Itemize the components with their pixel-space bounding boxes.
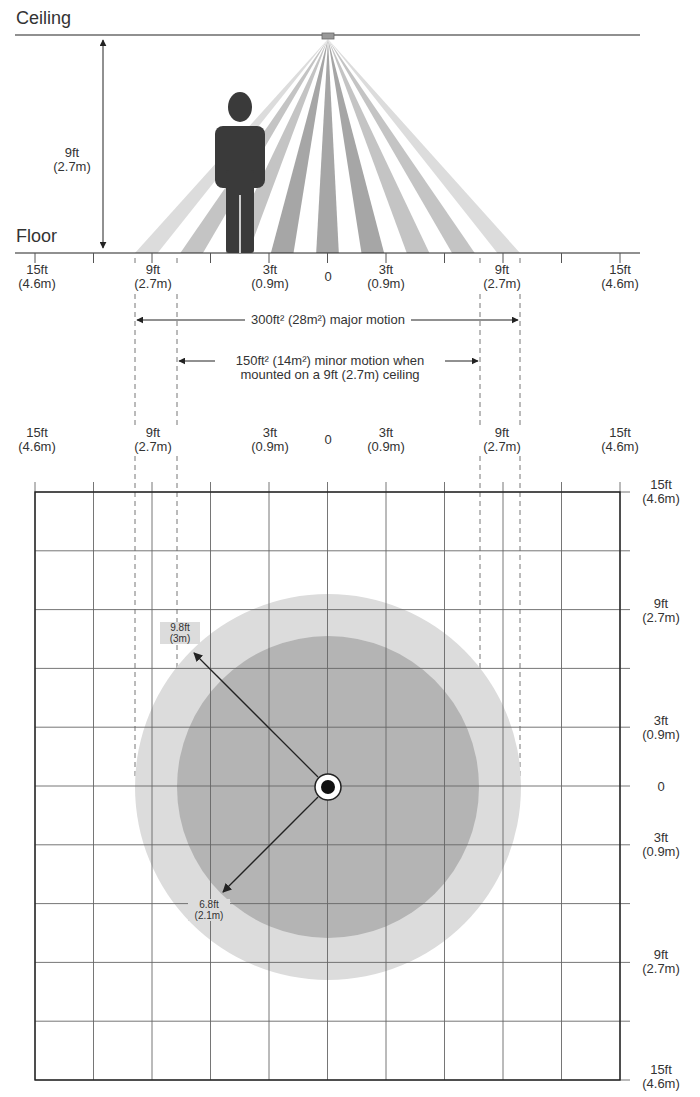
axis-label: 15ft (4.6m) [636, 1063, 686, 1091]
sensor-beams [135, 39, 520, 253]
floor-tick [152, 253, 153, 263]
grid-line [269, 482, 270, 1080]
floor-tick [327, 253, 328, 263]
major-motion-label: 300ft² (28m²) major motion [245, 313, 411, 327]
axis-label: 3ft (0.9m) [245, 263, 295, 291]
sensor-body [322, 33, 334, 39]
sensor-dot [321, 780, 335, 794]
axis-label: 9ft (2.7m) [128, 426, 178, 454]
grid-line [561, 482, 562, 1080]
axis-label: 9ft (2.7m) [477, 263, 527, 291]
minor-zone [177, 636, 479, 938]
grid-line [152, 482, 153, 1080]
grid-lines [35, 482, 630, 1080]
axis-label: 15ft (4.6m) [636, 478, 686, 506]
floor-tick [444, 253, 445, 263]
radius-label: 6.8ft (2.1m) [188, 899, 230, 921]
person-leg-gap [239, 195, 241, 253]
axis-label: 3ft (0.9m) [636, 714, 686, 742]
grid-frame [35, 492, 620, 1080]
grid-line [35, 962, 630, 963]
axis-label: 3ft (0.9m) [245, 426, 295, 454]
height-dimension [103, 40, 104, 248]
grid-line [386, 482, 387, 1080]
beam-wedge [135, 39, 328, 253]
axis-label: 3ft (0.9m) [361, 426, 411, 454]
axis-label: 9ft (2.7m) [128, 263, 178, 291]
axis-label: 3ft (0.9m) [361, 263, 411, 291]
axis-label: 15ft (4.6m) [595, 426, 645, 454]
grid-line [35, 550, 630, 551]
grid-line [35, 903, 630, 904]
axis-label: 3ft (0.9m) [636, 831, 686, 859]
floor-tick [503, 253, 504, 263]
beam-wedge [328, 39, 520, 253]
radius-label: 9.8ft (3m) [160, 622, 200, 644]
ceiling-label: Ceiling [15, 8, 72, 28]
floor-label: Floor [15, 226, 58, 246]
floor-tick [561, 253, 562, 263]
beam-wedge [328, 39, 475, 253]
grid-line [93, 482, 94, 1080]
floor-ticks [35, 253, 620, 263]
floor-tick [93, 253, 94, 263]
dimension-label: 9ft (2.7m) [48, 146, 96, 174]
floor-tick [35, 253, 36, 263]
minor-motion-label: 150ft² (14m²) minor motion when mounted … [215, 354, 445, 382]
grid-line [35, 1021, 630, 1022]
person-figure [215, 92, 265, 253]
floor-tick [386, 253, 387, 263]
minor-radius-arrow [223, 797, 318, 892]
axis-label: 9ft (2.7m) [477, 426, 527, 454]
axis-label: 15ft (4.6m) [595, 263, 645, 291]
beam-wedge [180, 39, 328, 253]
floor-tick [620, 253, 621, 263]
grid-line [35, 844, 630, 845]
major-radius-arrow [194, 653, 318, 777]
axis-label: 0 [636, 780, 686, 794]
grid-line [35, 609, 630, 610]
grid-line [210, 482, 211, 1080]
axis-label: 15ft (4.6m) [12, 263, 62, 291]
grid-line [35, 668, 630, 669]
axis-label: 9ft (2.7m) [636, 948, 686, 976]
major-zone [135, 594, 521, 980]
grid-line [503, 482, 504, 1080]
sensor-symbol [315, 774, 341, 800]
floor-tick [210, 253, 211, 263]
axis-label: 15ft (4.6m) [12, 426, 62, 454]
axis-label: 0 [303, 433, 353, 447]
grid-line [35, 727, 630, 728]
floor-tick [269, 253, 270, 263]
axis-label: 9ft (2.7m) [636, 597, 686, 625]
grid-line [444, 482, 445, 1080]
axis-label: 0 [303, 270, 353, 284]
